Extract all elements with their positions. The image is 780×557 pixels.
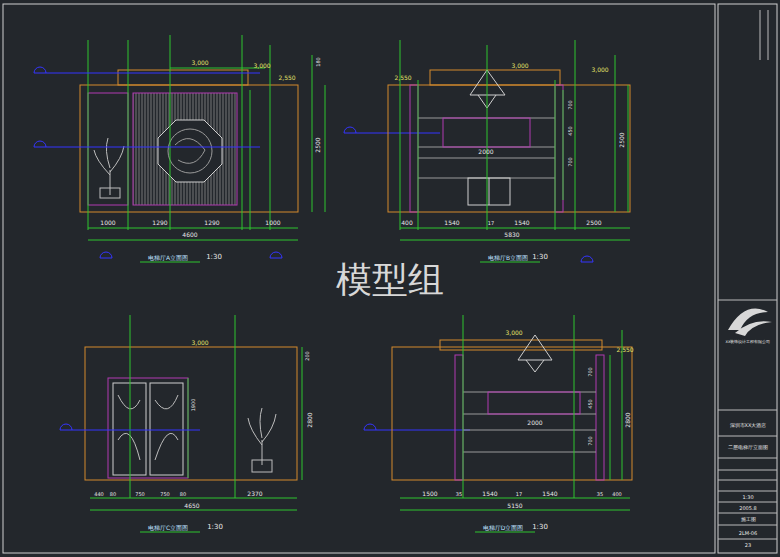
dimension: 1290: [152, 220, 167, 226]
dimension: 700: [568, 100, 573, 110]
dimension: 2500: [315, 137, 321, 152]
dimension: 700: [568, 157, 573, 167]
view-caption: 电梯厅D立面图: [483, 525, 524, 531]
dimension: 3,000: [191, 60, 208, 66]
dimension: 5830: [504, 232, 519, 238]
dimension: 1500: [422, 491, 437, 497]
dimension: 2,550: [394, 75, 411, 81]
title-cell: 1:30: [742, 495, 753, 500]
dimension: 1000: [100, 220, 115, 226]
dimension: 3,000: [191, 340, 208, 346]
dimension: 80: [180, 492, 186, 497]
dimension: 400: [612, 492, 622, 497]
dimension: 5150: [507, 503, 522, 509]
dimension: 35: [597, 492, 603, 497]
view-caption: 电梯厅A立面图: [148, 255, 188, 261]
dimension: 1290: [204, 220, 219, 226]
dimension: 2000: [478, 149, 493, 155]
scale: 1:30: [532, 524, 548, 531]
title-cell: 2LM-06: [739, 531, 757, 536]
title-cell: 施工图: [741, 517, 756, 522]
scale: 1:30: [206, 254, 222, 261]
scale: 1:30: [207, 524, 223, 531]
drawing-title: 二层电梯厅立面图: [728, 445, 768, 450]
dimension: 1540: [542, 491, 557, 497]
dimension: 750: [160, 492, 170, 497]
dimension: 450: [568, 126, 573, 136]
dimension: 700: [588, 436, 593, 446]
dimension: 3,000: [591, 67, 608, 73]
dimension: 180: [316, 57, 321, 67]
dimension: 2,550: [616, 347, 633, 353]
dimension: 3,000: [253, 63, 270, 69]
dimension: 17: [488, 221, 494, 226]
dimension: 400: [401, 220, 412, 226]
company-name: XX装饰设计工程有限公司: [726, 341, 771, 345]
dimension: 3,000: [511, 63, 528, 69]
dimension: 700: [588, 367, 593, 377]
dimension: 1540: [482, 491, 497, 497]
dimension: 3,000: [505, 330, 522, 336]
dimension: 2000: [527, 420, 542, 426]
scale: 1:30: [532, 254, 548, 261]
dimension: 2,550: [278, 75, 295, 81]
dimension: 450: [588, 399, 593, 409]
watermark: 模型组: [336, 262, 444, 298]
dimension: 1900: [191, 399, 196, 412]
dimension: 440: [94, 492, 104, 497]
dimension: 2800: [625, 412, 631, 427]
dimension: 750: [135, 492, 145, 497]
view-caption: 电梯厅B立面图: [488, 255, 528, 261]
title-cell: 2005.8: [739, 506, 757, 511]
dimension: 35: [456, 492, 462, 497]
title-cell: 23: [745, 543, 751, 548]
dimension: 4650: [184, 503, 199, 509]
dimension: 2370: [247, 491, 262, 497]
dimension: 17: [516, 492, 522, 497]
dimension: 80: [110, 492, 116, 497]
dimension: 2800: [307, 412, 313, 427]
dimension: 1000: [265, 220, 280, 226]
dimension: 4600: [182, 232, 197, 238]
dimension: 2500: [586, 220, 601, 226]
dimension: 200: [305, 351, 310, 361]
dimension: 1540: [444, 220, 459, 226]
dimension: 2500: [619, 132, 625, 147]
view-caption: 电梯厅C立面图: [148, 525, 188, 531]
project-name: 深圳市XX大酒店: [730, 423, 767, 428]
dimension: 1540: [514, 220, 529, 226]
